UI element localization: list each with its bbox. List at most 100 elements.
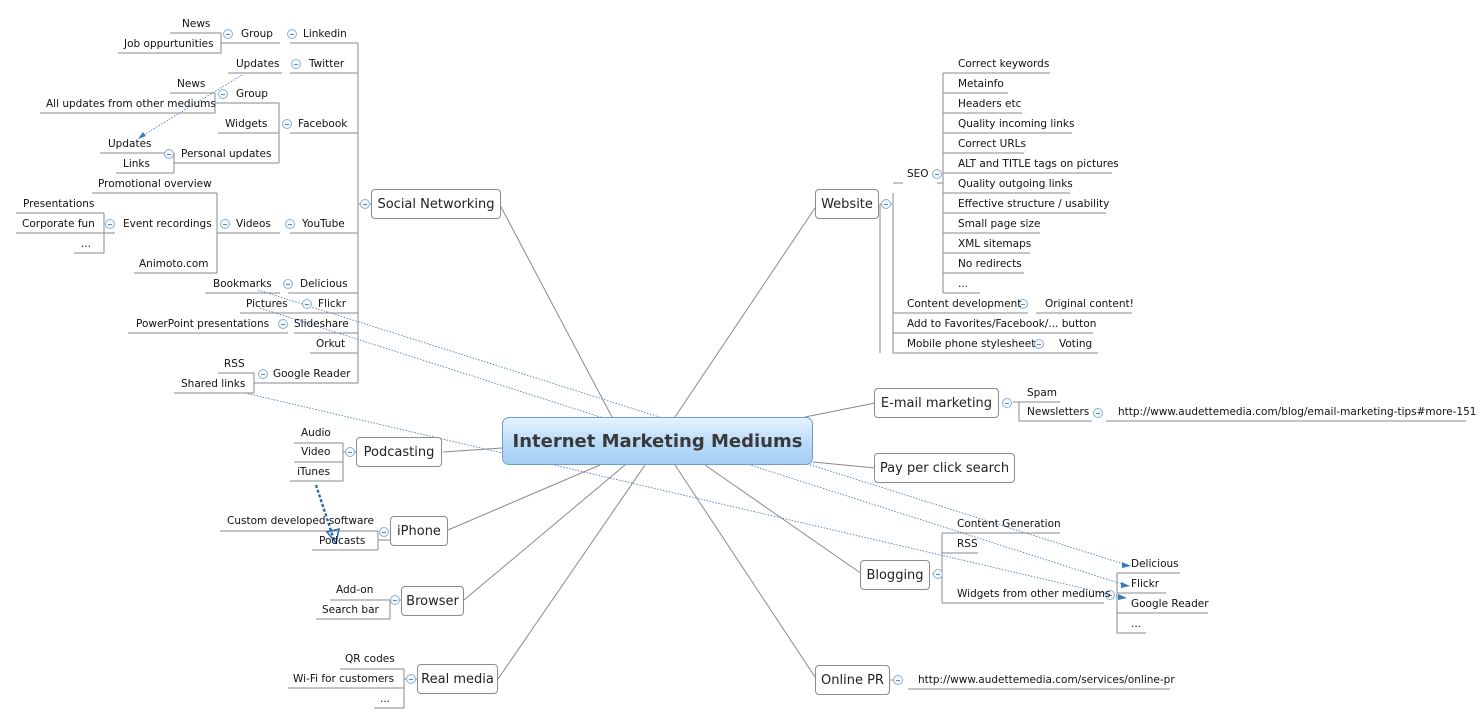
- node-all-updates[interactable]: All updates from other mediums: [46, 98, 216, 110]
- node-google-reader[interactable]: Google Reader: [273, 368, 351, 380]
- node-realmedia-more[interactable]: ...: [380, 693, 391, 705]
- node-corporate-fun[interactable]: Corporate fun: [22, 218, 95, 230]
- node-shared-links[interactable]: Shared links: [181, 378, 246, 390]
- node-event-recordings[interactable]: Event recordings: [123, 218, 212, 230]
- node-youtube[interactable]: YouTube: [302, 218, 345, 230]
- node-linkedin-group[interactable]: Group: [241, 28, 273, 40]
- node-powerpoint[interactable]: PowerPoint presentations: [136, 318, 270, 330]
- node-seo-item[interactable]: Effective structure / usability: [958, 198, 1110, 210]
- node-add-on[interactable]: Add-on: [336, 584, 374, 596]
- collapse-toggle-newsletters[interactable]: [1093, 408, 1103, 418]
- collapse-toggle-seo[interactable]: [932, 169, 942, 179]
- collapse-toggle-mobile[interactable]: [1034, 339, 1044, 349]
- node-bookmarks[interactable]: Bookmarks: [213, 278, 272, 290]
- collapse-toggle-videos[interactable]: [220, 219, 230, 229]
- collapse-toggle-linkedin-group[interactable]: [223, 29, 233, 39]
- collapse-toggle-facebook[interactable]: [282, 119, 292, 129]
- node-itunes[interactable]: iTunes: [297, 466, 330, 478]
- collapse-toggle-slideshare[interactable]: [278, 319, 288, 329]
- node-search-bar[interactable]: Search bar: [322, 604, 379, 616]
- collapse-toggle-blog-widgets[interactable]: [1105, 590, 1115, 600]
- node-fb-group[interactable]: Group: [236, 88, 268, 100]
- node-seo-item[interactable]: Correct keywords: [958, 58, 1050, 70]
- topic-website[interactable]: Website: [815, 189, 879, 219]
- node-custom-software[interactable]: Custom developed software: [227, 515, 374, 527]
- topic-podcasting[interactable]: Podcasting: [356, 437, 442, 467]
- node-mobile-stylesheet[interactable]: Mobile phone stylesheet: [907, 338, 1036, 350]
- node-videos[interactable]: Videos: [236, 218, 271, 230]
- topic-iphone[interactable]: iPhone: [390, 516, 448, 546]
- collapse-toggle-browser[interactable]: [390, 595, 400, 605]
- node-flickr[interactable]: Flickr: [318, 298, 347, 310]
- node-fb-news[interactable]: News: [177, 78, 206, 90]
- collapse-toggle-content-dev[interactable]: [1018, 299, 1028, 309]
- collapse-toggle-linkedin[interactable]: [287, 29, 297, 39]
- node-links[interactable]: Links: [123, 158, 150, 170]
- node-blog-widget-item[interactable]: Delicious: [1131, 558, 1179, 570]
- collapse-toggle-website[interactable]: [881, 199, 891, 209]
- node-seo-item[interactable]: Quality incoming links: [958, 118, 1075, 130]
- collapse-toggle-email[interactable]: [1002, 398, 1012, 408]
- node-spam[interactable]: Spam: [1027, 387, 1057, 399]
- collapse-toggle-blogging[interactable]: [933, 569, 943, 579]
- node-widgets-other[interactable]: Widgets from other mediums: [957, 588, 1111, 600]
- node-email-url[interactable]: http://www.audettemedia.com/blog/email-m…: [1118, 406, 1477, 418]
- node-updates[interactable]: Updates: [108, 138, 152, 150]
- node-slideshare[interactable]: Slideshare: [294, 318, 349, 330]
- collapse-toggle-social[interactable]: [360, 199, 370, 209]
- node-blog-widget-item[interactable]: ...: [1131, 618, 1142, 630]
- collapse-toggle-realmedia[interactable]: [406, 674, 416, 684]
- node-facebook[interactable]: Facebook: [298, 118, 348, 130]
- node-qr-codes[interactable]: QR codes: [345, 653, 395, 665]
- node-seo-item[interactable]: Correct URLs: [958, 138, 1026, 150]
- topic-real-media[interactable]: Real media: [417, 664, 498, 694]
- collapse-toggle-event-recordings[interactable]: [105, 219, 115, 229]
- topic-email-marketing[interactable]: E-mail marketing: [874, 388, 999, 418]
- collapse-toggle-fb-group[interactable]: [218, 89, 228, 99]
- node-linkedin[interactable]: Linkedin: [303, 28, 347, 40]
- collapse-toggle-youtube[interactable]: [285, 219, 295, 229]
- node-seo-item[interactable]: Headers etc: [958, 98, 1022, 110]
- node-widgets[interactable]: Widgets: [225, 118, 268, 130]
- collapse-toggle-iphone[interactable]: [379, 527, 389, 537]
- node-seo-item[interactable]: Quality outgoing links: [958, 178, 1073, 190]
- node-blog-widget-item[interactable]: Google Reader: [1131, 598, 1209, 610]
- node-seo-item[interactable]: XML sitemaps: [958, 238, 1032, 250]
- node-twitter[interactable]: Twitter: [309, 58, 345, 70]
- topic-blogging[interactable]: Blogging: [860, 560, 930, 590]
- collapse-toggle-personal-updates[interactable]: [164, 149, 174, 159]
- node-seo-item[interactable]: No redirects: [958, 258, 1022, 270]
- node-podcasts[interactable]: Podcasts: [319, 535, 366, 547]
- node-original-content[interactable]: Original content!: [1045, 298, 1134, 310]
- node-seo-item[interactable]: ALT and TITLE tags on pictures: [958, 158, 1119, 170]
- node-seo-item[interactable]: ...: [958, 278, 969, 290]
- node-audio[interactable]: Audio: [301, 427, 331, 439]
- node-delicious[interactable]: Delicious: [300, 278, 348, 290]
- node-onlinepr-url[interactable]: http://www.audettemedia.com/services/onl…: [918, 674, 1175, 686]
- topic-social-networking[interactable]: Social Networking: [371, 189, 501, 219]
- node-seo[interactable]: SEO: [907, 168, 929, 180]
- node-promotional-overview[interactable]: Promotional overview: [98, 178, 212, 190]
- central-topic[interactable]: Internet Marketing Mediums: [502, 417, 813, 465]
- node-animoto[interactable]: Animoto.com: [139, 258, 209, 270]
- node-news[interactable]: News: [182, 18, 211, 30]
- topic-browser[interactable]: Browser: [401, 586, 464, 616]
- node-video[interactable]: Video: [301, 446, 331, 458]
- node-content-development[interactable]: Content development: [907, 298, 1022, 310]
- collapse-toggle-onlinepr[interactable]: [893, 675, 903, 685]
- collapse-toggle-twitter[interactable]: [291, 59, 301, 69]
- node-wifi[interactable]: Wi-Fi for customers: [293, 673, 395, 685]
- node-youtube-more[interactable]: ...: [81, 238, 92, 250]
- collapse-toggle-podcasting[interactable]: [345, 447, 355, 457]
- topic-pay-per-click[interactable]: Pay per click search: [874, 453, 1015, 483]
- collapse-toggle-delicious[interactable]: [283, 279, 293, 289]
- node-voting[interactable]: Voting: [1059, 338, 1093, 350]
- node-personal-updates[interactable]: Personal updates: [181, 148, 272, 160]
- node-seo-item[interactable]: Metainfo: [958, 78, 1004, 90]
- node-orkut[interactable]: Orkut: [316, 338, 346, 350]
- node-blog-widget-item[interactable]: Flickr: [1131, 578, 1160, 590]
- node-content-generation[interactable]: Content Generation: [957, 518, 1061, 530]
- node-rss[interactable]: RSS: [224, 358, 245, 370]
- node-newsletters[interactable]: Newsletters: [1027, 406, 1090, 418]
- node-job-opportunities[interactable]: Job oppurtunities: [124, 38, 214, 50]
